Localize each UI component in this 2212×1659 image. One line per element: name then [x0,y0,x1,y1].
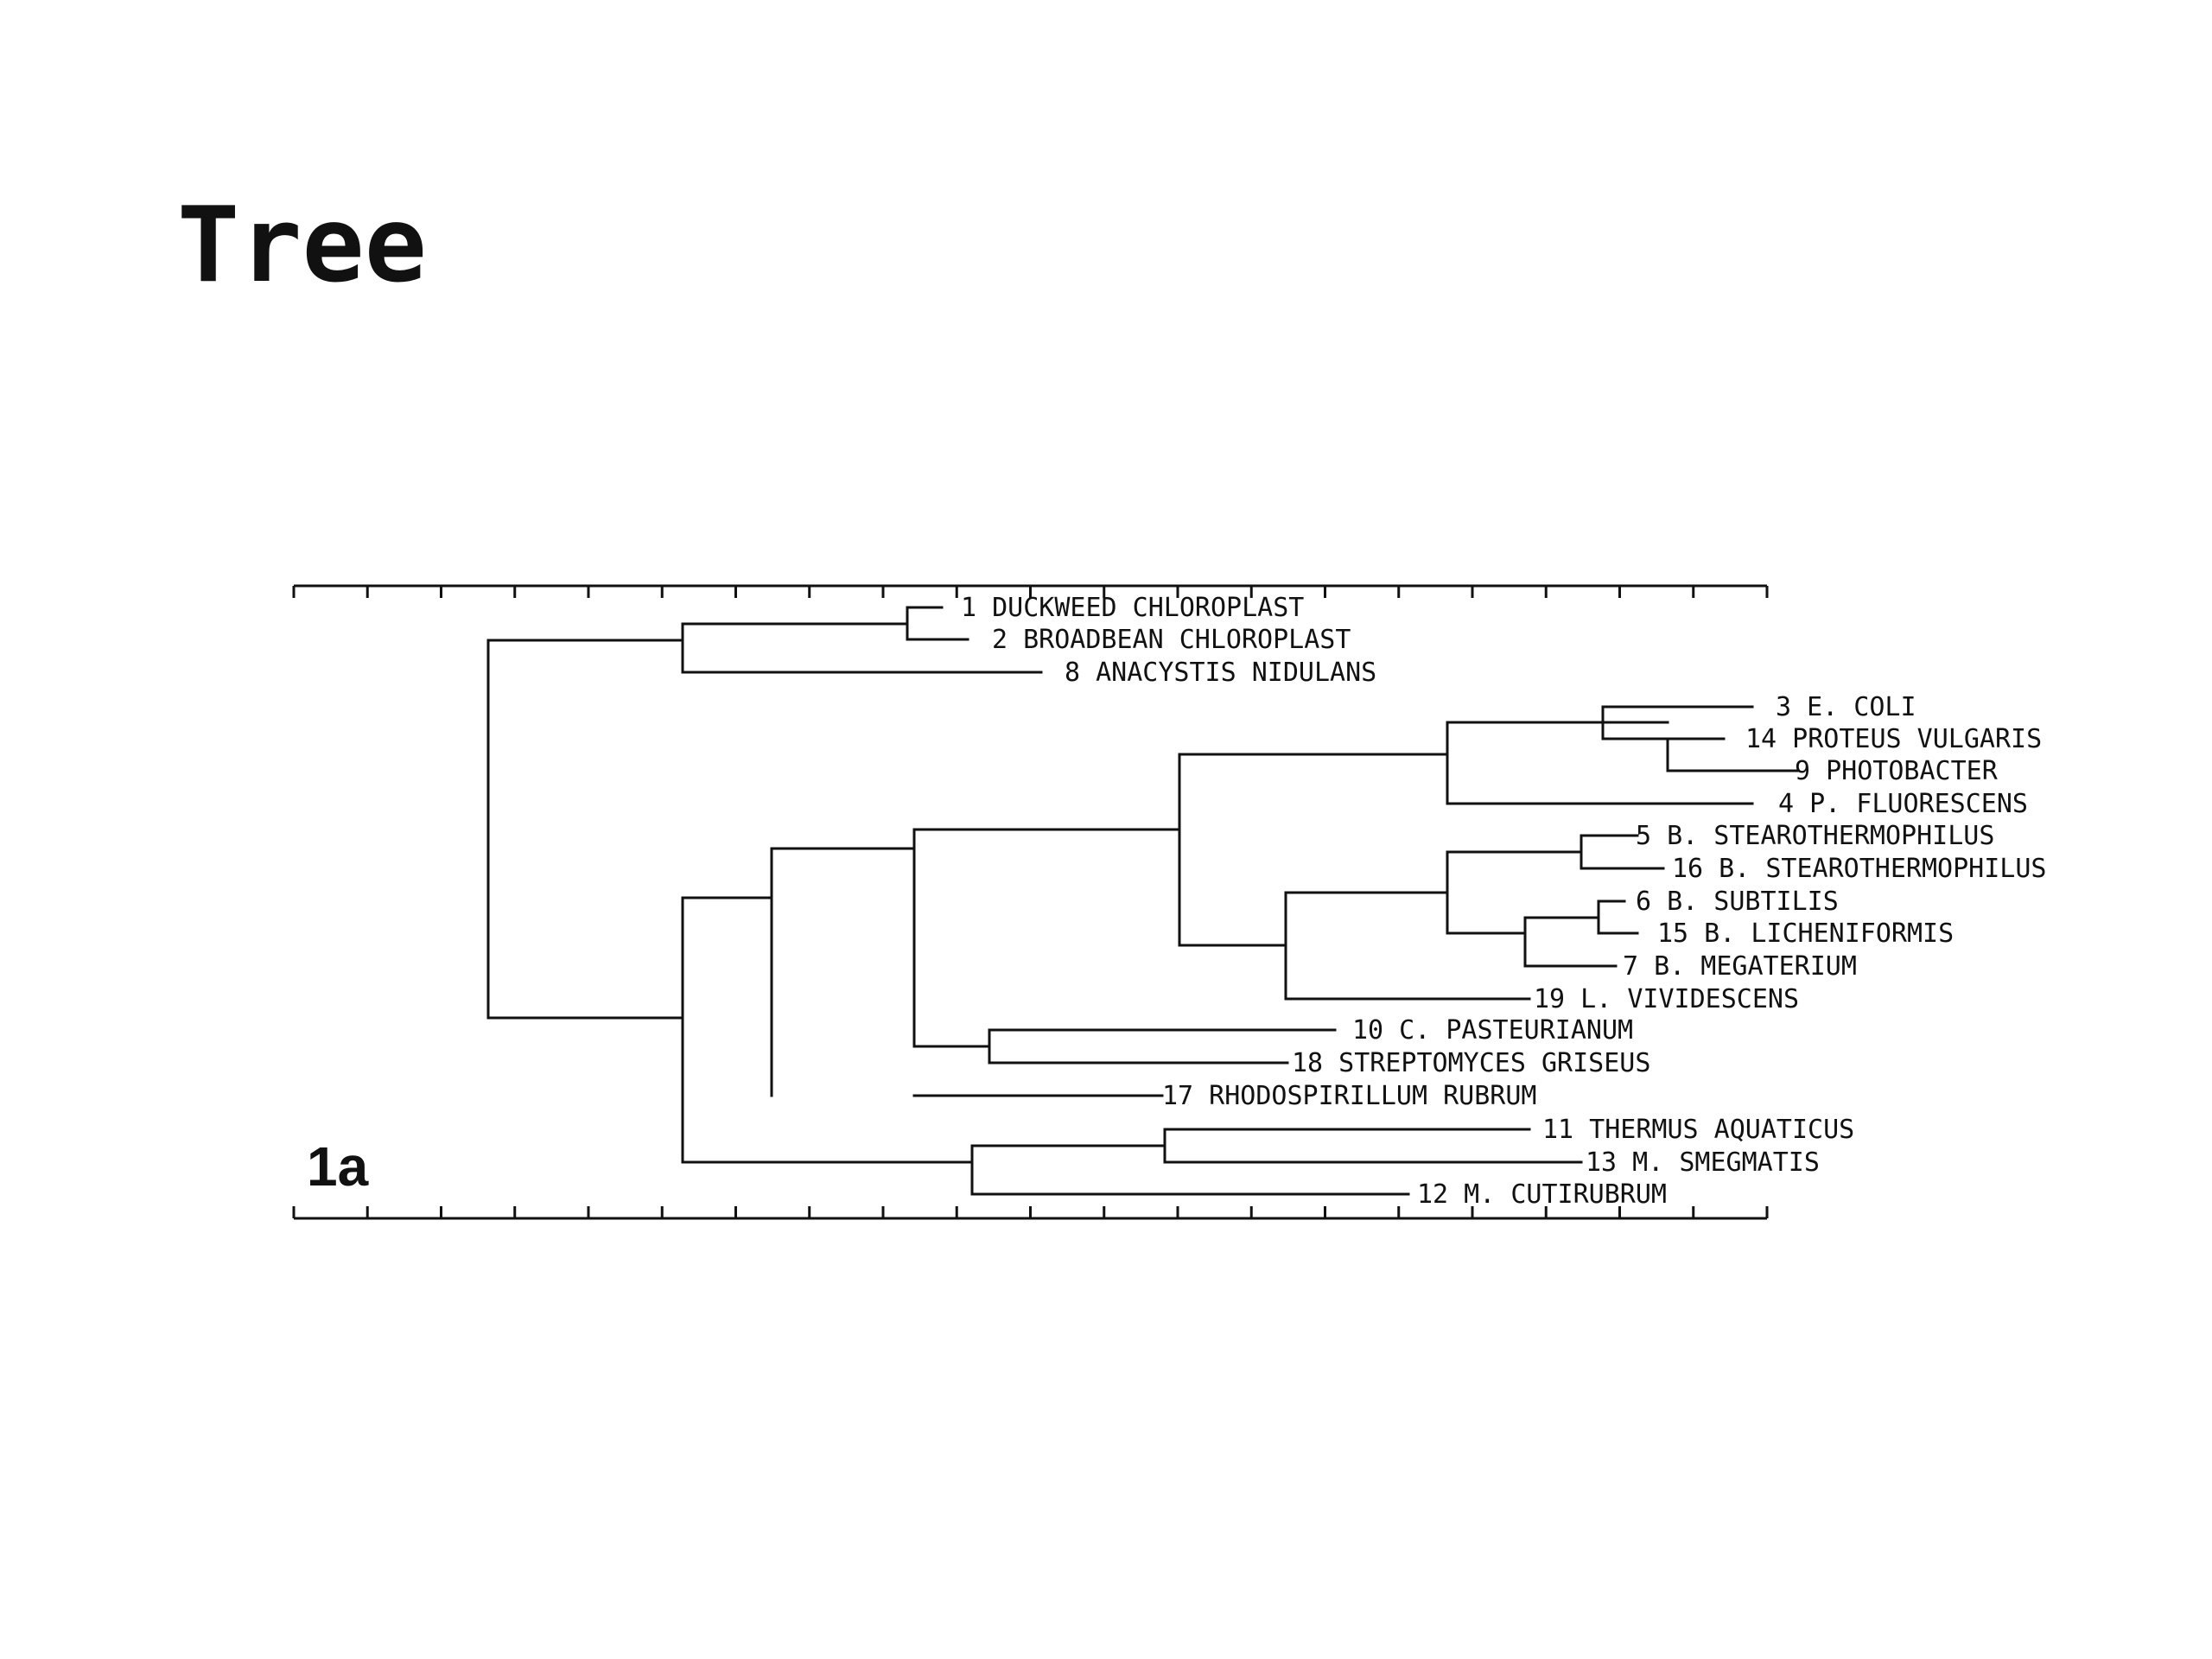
leaf-label: 15 B. LICHENIFORMIS [1657,918,1954,949]
leaf-label: 16 B. STEAROTHERMOPHILUS [1672,854,2046,884]
leaf-label: 19 L. VIVIDESCENS [1534,984,1799,1014]
figure-label: 1a [307,1135,369,1198]
leaf-label: 17 RHODOSPIRILLUM RUBRUM [1162,1081,1536,1111]
bottom-scale-ruler [292,1206,1769,1220]
leaf-label: 9 PHOTOBACTER [1795,756,1999,786]
leaf-label: 1 DUCKWEED CHLOROPLAST [961,593,1304,623]
leaf-label: 2 BROADBEAN CHLOROPLAST [992,625,1351,655]
leaf-label: 4 P. FLUORESCENS [1778,789,2028,819]
leaf-label: 10 C. PASTEURIANUM [1352,1015,1633,1046]
leaf-label: 12 M. CUTIRUBRUM [1417,1179,1667,1210]
tree-branches [486,606,1799,1196]
leaf-label: 18 STREPTOMYCES GRISEUS [1292,1048,1650,1078]
leaf-label: 11 THERMUS AQUATICUS [1542,1115,1854,1145]
leaf-label: 3 E. COLI [1776,692,1916,722]
top-scale-ruler [292,584,1769,598]
page-title: Tree [177,186,427,306]
leaf-label: 14 PROTEUS VULGARIS [1745,724,2042,754]
leaf-label: 8 ANACYSTIS NIDULANS [1065,658,1376,688]
leaf-label: 5 B. STEAROTHERMOPHILUS [1636,821,1994,851]
leaf-label: 7 B. MEGATERIUM [1623,951,1857,982]
leaf-label: 6 B. SUBTILIS [1636,887,1839,917]
leaf-label: 13 M. SMEGMATIS [1586,1147,1820,1178]
